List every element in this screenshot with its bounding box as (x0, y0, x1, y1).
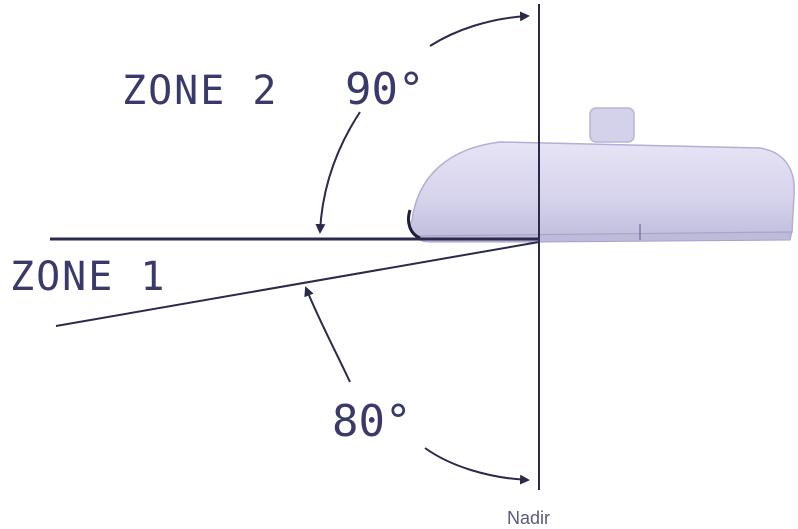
nadir-label: Nadir (507, 508, 550, 528)
zone1-label: ZONE 1 (10, 254, 167, 300)
zone1-angle-pointer (304, 286, 351, 383)
cutoff-80-line (55, 241, 540, 327)
zone2-angle-pointer (315, 111, 361, 234)
zone2-label: ZONE 2 (122, 68, 279, 114)
top-arc-arrow (429, 11, 530, 47)
luminaire-icon (406, 107, 795, 243)
zone1-angle-label: 80° (332, 396, 411, 447)
zone2-angle-label: 90° (345, 64, 424, 115)
bottom-arc-arrow (424, 447, 530, 485)
